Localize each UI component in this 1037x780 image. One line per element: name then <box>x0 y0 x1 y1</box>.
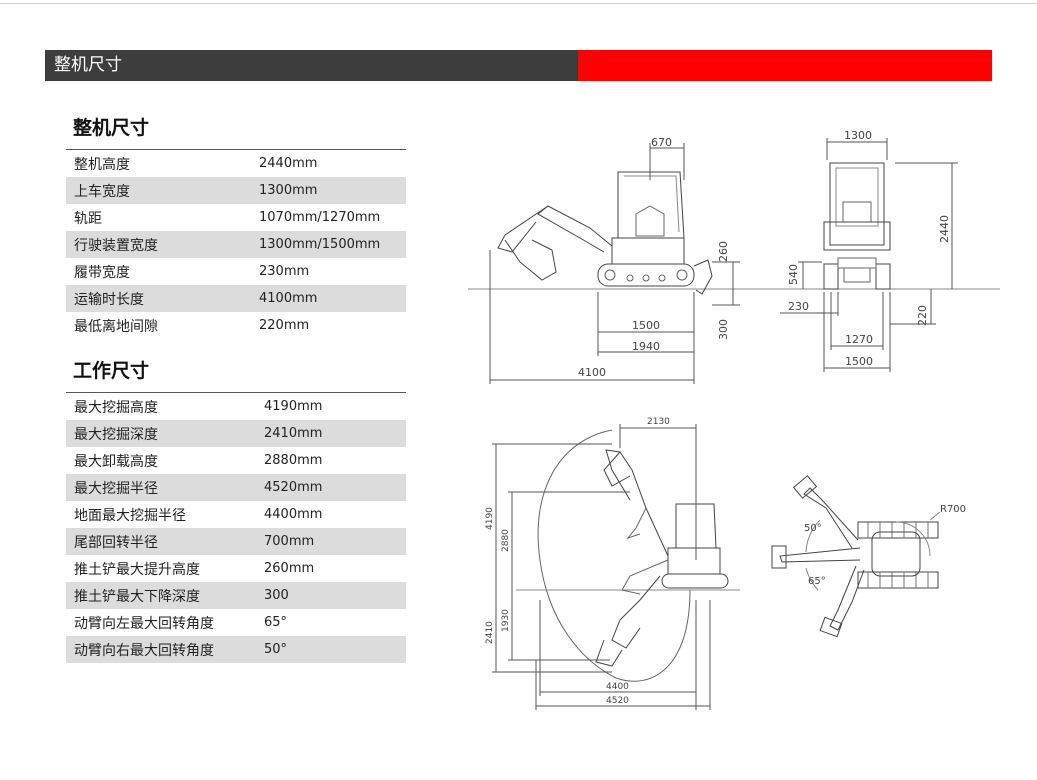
dim-label: 4400 <box>606 682 629 692</box>
dim-label: 1940 <box>632 340 660 353</box>
dim-label: 2130 <box>647 417 670 427</box>
dim-label: 230 <box>788 300 809 313</box>
dim-label: 50° <box>804 523 822 534</box>
dim-label: 300 <box>717 319 730 340</box>
dim-label: 1930 <box>501 609 511 632</box>
work-dims-title: 工作尺寸 <box>73 360 150 382</box>
dim-label: 260 <box>717 241 730 262</box>
dim-label: 4100 <box>578 366 606 379</box>
top-rule <box>0 3 1037 4</box>
dim-label: 670 <box>651 136 672 149</box>
header-red-block <box>578 50 992 81</box>
dim-label: R700 <box>940 504 966 515</box>
dim-label: 2880 <box>501 529 511 552</box>
working-range-drawing <box>492 424 740 710</box>
dim-label: 4190 <box>485 507 495 530</box>
dim-label: 1500 <box>845 355 873 368</box>
machine-dims-title: 整机尺寸 <box>73 117 150 139</box>
dim-label: 2440 <box>938 215 951 243</box>
dim-label: 65° <box>808 576 826 587</box>
front-view-drawing <box>780 138 958 372</box>
dim-label: 4520 <box>606 696 629 706</box>
dim-label: 1270 <box>845 333 873 346</box>
dim-label: 540 <box>787 264 800 285</box>
dim-label: 1300 <box>844 129 872 142</box>
dim-label: 1500 <box>632 319 660 332</box>
dim-label: 2410 <box>485 621 495 644</box>
header-bar: 整机尺寸 <box>45 50 992 81</box>
side-view-drawing <box>468 143 1000 384</box>
plan-view-drawing <box>771 475 941 638</box>
header-title: 整机尺寸 <box>45 50 578 81</box>
dim-label: 220 <box>916 305 929 326</box>
